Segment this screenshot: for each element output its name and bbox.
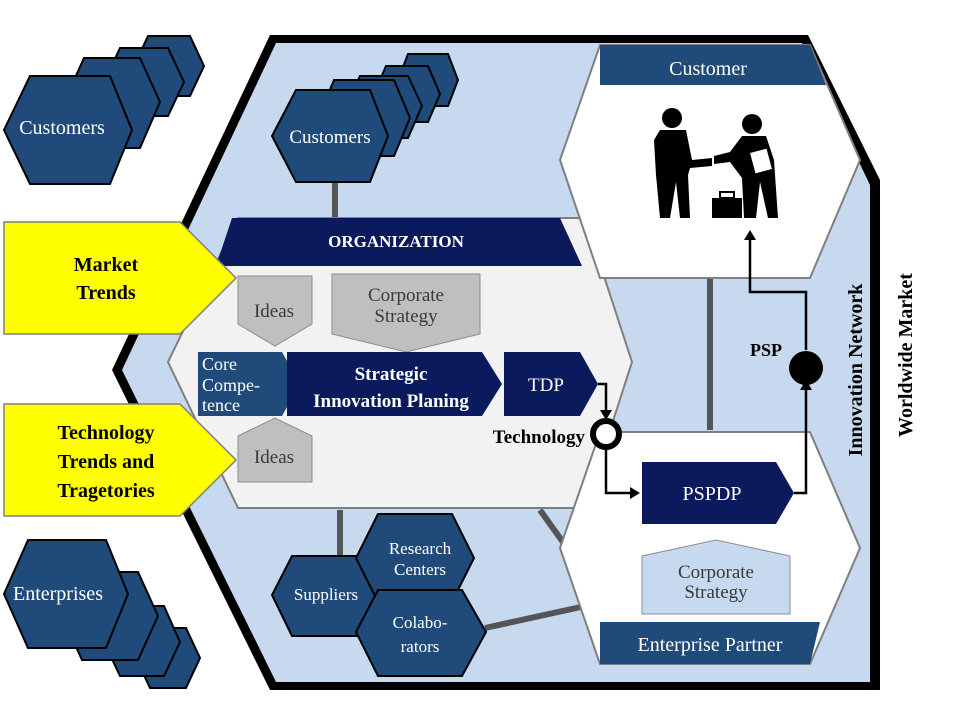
technology-label: Technology bbox=[493, 427, 586, 448]
customer-title: Customer bbox=[669, 58, 747, 80]
innovation-network-label: Innovation Network bbox=[845, 283, 867, 457]
ideas-bottom-box bbox=[237, 417, 313, 483]
corporate-strategy-box bbox=[331, 273, 481, 353]
colaborators-line2: rators bbox=[401, 637, 440, 656]
strategic-innovation-line1: Strategic bbox=[355, 364, 428, 385]
corporate-strategy-line2: Strategy bbox=[374, 306, 438, 327]
partner-corporate-strategy-box bbox=[641, 539, 791, 615]
organization-header bbox=[216, 218, 582, 266]
pspdp-arrow bbox=[642, 462, 794, 524]
ideas-top-box bbox=[237, 275, 313, 347]
strategic-innovation-line2: Innovation Planing bbox=[313, 391, 469, 412]
suppliers-label: Suppliers bbox=[294, 585, 358, 604]
psp-label: PSP bbox=[750, 340, 782, 360]
colaborators-hexagon bbox=[354, 589, 488, 677]
outer-enterprises-stack bbox=[2, 539, 202, 689]
partner-corporate-strategy-line1: Corporate bbox=[678, 562, 754, 583]
pspdp-label: PSPDP bbox=[683, 483, 742, 505]
customer-header bbox=[600, 45, 826, 85]
market-trends-line1: Market bbox=[74, 254, 139, 276]
strategic-innovation-arrow bbox=[287, 352, 502, 416]
market-trends-arrow bbox=[3, 221, 238, 335]
technology-trends-line1: Technology bbox=[57, 422, 154, 444]
arrow-heads bbox=[600, 230, 812, 499]
core-competence-line3: tence bbox=[202, 395, 240, 415]
technology-trends-line2: Trends and bbox=[58, 451, 155, 473]
psp-node bbox=[789, 351, 823, 385]
handshake-icon bbox=[654, 108, 778, 218]
ideas-bottom-label: Ideas bbox=[254, 447, 294, 468]
tdp-arrow bbox=[504, 352, 598, 416]
technology-trends-line3: Tragetories bbox=[57, 480, 155, 502]
inner-customers-label: Customers bbox=[289, 127, 370, 148]
worldwide-market-label: Worldwide Market bbox=[895, 273, 917, 437]
enterprise-partner-title: Enterprise Partner bbox=[638, 634, 783, 656]
market-trends-line2: Trends bbox=[76, 282, 135, 304]
research-centers-line1: Research bbox=[389, 539, 452, 558]
ideas-top-label: Ideas bbox=[254, 301, 294, 322]
technology-trends-arrow bbox=[3, 403, 238, 517]
core-competence-line2: Compe- bbox=[202, 375, 260, 395]
research-centers-hexagon bbox=[354, 513, 476, 603]
organization-label: ORGANIZATION bbox=[328, 232, 464, 251]
corporate-strategy-line1: Corporate bbox=[368, 285, 444, 306]
core-competence-line1: Core bbox=[202, 354, 237, 374]
outer-customers-label: Customers bbox=[19, 117, 105, 139]
inner-customers-stack bbox=[270, 53, 460, 183]
colaborators-line1: Colabo- bbox=[393, 613, 448, 632]
outer-customers-stack bbox=[2, 35, 206, 185]
tdp-label: TDP bbox=[528, 375, 564, 396]
research-centers-line2: Centers bbox=[394, 560, 446, 579]
core-competence-arrow bbox=[198, 352, 300, 416]
enterprise-partner-footer bbox=[600, 622, 820, 664]
technology-node bbox=[590, 418, 622, 450]
flow-arrows bbox=[598, 238, 808, 495]
outer-enterprises-label: Enterprises bbox=[13, 583, 103, 605]
partner-corporate-strategy-line2: Strategy bbox=[684, 582, 748, 603]
